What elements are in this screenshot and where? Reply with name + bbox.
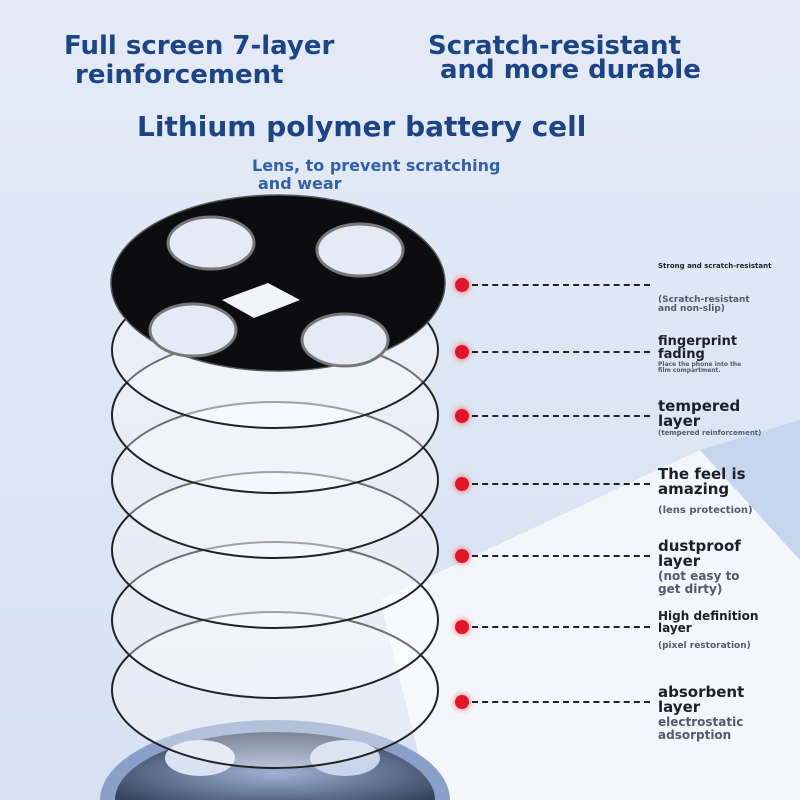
layer-title: dustproof [658,537,741,555]
subtitle-1: Lens, to prevent scratching [252,156,501,175]
callout-line [472,284,650,286]
layer-title: absorbent [658,683,745,701]
film-layer-4 [111,401,439,559]
headline-right-1: Scratch-resistant [428,31,681,61]
layer-note: adsorption [658,727,732,742]
headline-center: Lithium polymer battery cell [137,110,587,143]
callout-line [472,351,650,353]
callout-line [472,483,650,485]
headline-right-2: and more durable [440,55,701,85]
layer-note: Place the phone into the [658,361,742,368]
callout-dot [455,695,469,709]
layer-title: layer [658,552,701,570]
layer-note: (pixel restoration) [658,641,751,651]
camera-module [100,720,450,800]
film-layer-6 [111,541,439,699]
layer-title: amazing [658,480,730,498]
callout-dot [455,549,469,563]
subtitle-2: and wear [258,174,342,193]
callout-dot [455,477,469,491]
layer-title: layer [658,412,701,430]
layer-note: electrostatic [658,715,744,729]
layer-title: layer [658,621,692,635]
layer-title: The feel is [658,465,746,483]
layer-title: High definition [658,609,759,623]
film-layer-7 [111,611,439,769]
layer-note: (tempered reinforcement) [658,429,762,437]
layer-note: get dirty) [658,581,723,596]
layer-note: (lens protection) [658,505,753,516]
layer-note: (not easy to [658,569,740,583]
callout-dot [455,409,469,423]
layer-note: and non-slip) [658,304,725,315]
layer-note: (Scratch-resistant [658,295,750,305]
callout-dot [455,278,469,292]
layer-title: layer [658,698,701,716]
layer-title: tempered [658,397,741,415]
callout-dot [455,345,469,359]
layer-title: fading [658,347,705,362]
callout-line [472,701,650,703]
headline-left-1: Full screen 7-layer [64,31,335,61]
callout-line [472,415,650,417]
film-layer-5 [111,471,439,629]
callout-line [472,555,650,557]
layer-title: Strong and scratch-resistant [658,262,772,270]
layer-title: fingerprint [658,334,738,349]
layer-note: film compartment. [658,367,721,375]
callout-line [472,626,650,628]
black-lens-cover [110,194,446,372]
callout-dot [455,620,469,634]
headline-left-2: reinforcement [75,60,284,90]
